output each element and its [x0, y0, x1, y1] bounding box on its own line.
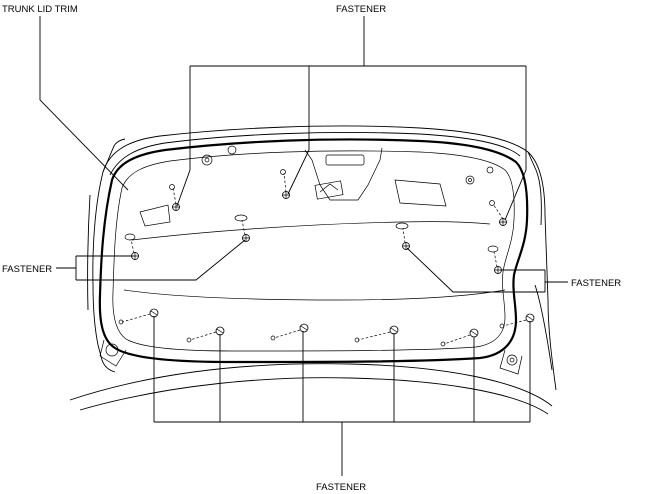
fastener-clip — [354, 325, 399, 343]
fastener-clip — [493, 250, 502, 274]
trunk-lid-outline — [87, 125, 557, 391]
leader-fastener-right — [406, 247, 568, 293]
fastener-clip — [492, 203, 507, 226]
fastener-clip — [172, 187, 180, 211]
fastener-clip — [130, 238, 139, 260]
fastener-clip — [440, 328, 479, 347]
fastener-clip — [282, 172, 290, 199]
leader-fastener-bottom — [153, 316, 531, 476]
label-fastener-left: FASTENER — [2, 264, 52, 275]
leader-trunk-lid-trim — [39, 16, 129, 191]
fastener-clip — [270, 323, 309, 341]
label-fastener-bottom: FASTENER — [316, 482, 366, 493]
trunk-lid-trim-panel — [98, 138, 529, 364]
label-fastener-right: FASTENER — [571, 278, 621, 289]
label-fastener-top: FASTENER — [336, 4, 386, 15]
panel-holes — [105, 145, 518, 366]
leader-fastener-left — [56, 239, 246, 281]
rear-body-lines — [69, 339, 553, 415]
fastener-clip — [241, 219, 250, 242]
fastener-clips — [118, 172, 535, 347]
fastener-clip — [402, 227, 410, 250]
label-trunk-lid-trim: TRUNK LID TRIM — [2, 4, 78, 15]
fastener-clip — [118, 308, 159, 325]
leader-fastener-top — [176, 16, 527, 221]
fastener-clip — [186, 326, 225, 343]
trunk-handle-recess — [139, 147, 447, 227]
